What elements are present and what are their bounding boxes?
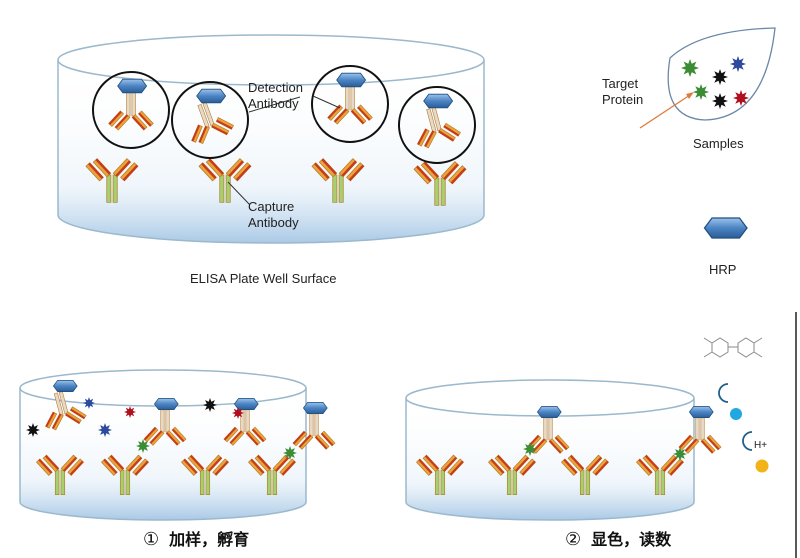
step1-text: 加样，孵育 [168,530,249,549]
step2-caption: ② 显色，读数 [565,529,672,550]
detection-antibody-icon [398,86,476,164]
product-dot [755,459,769,473]
step2-text: 显色，读数 [591,530,672,549]
sample-protein-black [712,69,728,85]
capture-antibody-icon [311,158,365,203]
sample-protein-black [203,398,217,412]
detection-leader-2 [248,96,301,113]
step1-antibodies [26,380,336,495]
hrp-icon [536,406,562,418]
reaction-arc-1 [718,383,729,403]
capture-antibody-icon [101,454,149,495]
hplus-label: H+ [754,440,767,451]
sample-proteins [681,56,749,109]
hrp-icon [233,398,259,410]
hrp-icon [703,217,748,239]
capture-leader [227,181,251,206]
hrp-label: HRP [709,262,736,277]
target-protein-icon [673,447,687,461]
capture-antibody-icon [198,158,252,203]
hrp-icon [688,406,714,418]
sample-protein-red [124,406,136,418]
hrp-icon [302,402,328,414]
detection-antibody-icon [311,65,389,143]
detection-antibody-icon [526,417,570,454]
capture-antibody-icon [416,454,464,495]
sample-protein-red [733,90,749,106]
hrp-icon [153,398,179,410]
hrp-icon [52,380,78,392]
capture-antibody-icon [561,454,609,495]
hrp-icon [703,217,748,239]
hrp-icon [117,78,148,94]
capture-antibody-icon [636,454,684,495]
detection-antibody [191,102,234,144]
detection-antibody-icon [678,417,722,454]
detection-antibody-icon [292,413,336,450]
step2-well [405,379,695,521]
target-protein-icon [523,442,537,456]
samples-label: Samples [693,136,744,151]
detection-leader [312,95,341,109]
target-protein-icon [681,59,699,77]
reaction-arc-2 [742,431,753,451]
detection-antibody [108,92,154,131]
step2-antibodies [416,406,722,495]
target-protein-icon [136,439,150,453]
step1-number: ① [143,529,159,550]
plate-label: ELISA Plate Well Surface [190,271,336,286]
sample-protein-red [232,407,244,419]
detection-antibody-icon [143,409,187,446]
step2-number: ② [565,529,581,550]
sample-protein-blue [83,397,95,409]
target-arrowhead [686,92,694,99]
sample-protein-black [26,423,40,437]
hrp-icon [423,93,454,109]
substrate-dot [730,408,742,420]
target-arrow [639,94,691,129]
capture-antibody-icon [488,454,536,495]
target-protein-icon [283,446,297,460]
capture-antibodies [85,158,467,206]
detection-antibody [327,86,373,125]
sample-protein-blue [730,56,746,72]
step1-caption: ① 加样，孵育 [143,529,249,550]
capture-antibody-icon [181,454,229,495]
detection-antibody [416,106,461,149]
detection-antibody-icon [45,391,87,431]
capture-antibody-icon [413,161,467,206]
capture-antibody-icon [85,158,139,203]
hrp-icon [196,88,227,104]
sample-protein-black [712,93,728,109]
detection-antibody-icon [171,81,249,159]
sample-protein-blue [98,423,112,437]
hrp-icon [336,72,367,88]
substrate-molecule-icon [703,337,763,358]
capture-antibody-icon [36,454,84,495]
capture-antibody-icon [248,454,296,495]
step1-well [19,369,307,521]
detection-antibody-icon [223,409,267,446]
top-well [57,34,485,244]
detection-antibody-icon [92,71,170,149]
target-protein-icon [693,84,709,100]
detection-antibody-circles [92,65,476,164]
